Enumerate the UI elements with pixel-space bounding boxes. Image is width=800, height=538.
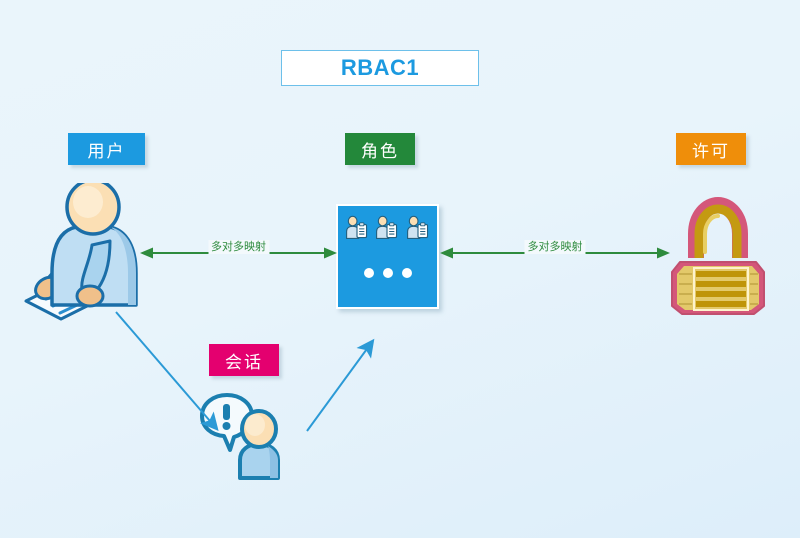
edge-user-role: 多对多映射 xyxy=(140,240,337,266)
label-role: 角色 xyxy=(345,133,415,165)
label-role-text: 角色 xyxy=(361,141,399,161)
diagram-title: RBAC1 xyxy=(340,55,420,80)
diagram-title-box: RBAC1 xyxy=(281,50,479,86)
edge-user-role-label: 多对多映射 xyxy=(208,240,269,254)
user-at-desk-icon xyxy=(18,178,150,323)
person-speech-exclamation-icon xyxy=(196,392,296,480)
role-ellipsis-dots xyxy=(338,268,437,278)
ellipsis-dot xyxy=(382,268,393,278)
edge-session-role xyxy=(306,338,375,432)
role-icon-group xyxy=(338,215,437,246)
role-box xyxy=(336,204,439,309)
label-session-text: 会话 xyxy=(225,352,263,372)
padlock-icon xyxy=(666,196,770,320)
label-session: 会话 xyxy=(209,344,279,376)
role-person-clipboard-icon xyxy=(405,215,431,246)
ellipsis-dot xyxy=(363,268,374,278)
label-permission-text: 许可 xyxy=(692,141,730,161)
label-user-text: 用户 xyxy=(87,141,126,161)
role-person-clipboard-icon xyxy=(344,215,370,246)
ellipsis-dot xyxy=(401,268,412,278)
label-permission: 许可 xyxy=(676,133,746,165)
edge-role-permission: 多对多映射 xyxy=(440,240,670,266)
role-person-clipboard-icon xyxy=(374,215,400,246)
label-user: 用户 xyxy=(68,133,145,165)
edge-role-permission-label: 多对多映射 xyxy=(524,240,586,254)
